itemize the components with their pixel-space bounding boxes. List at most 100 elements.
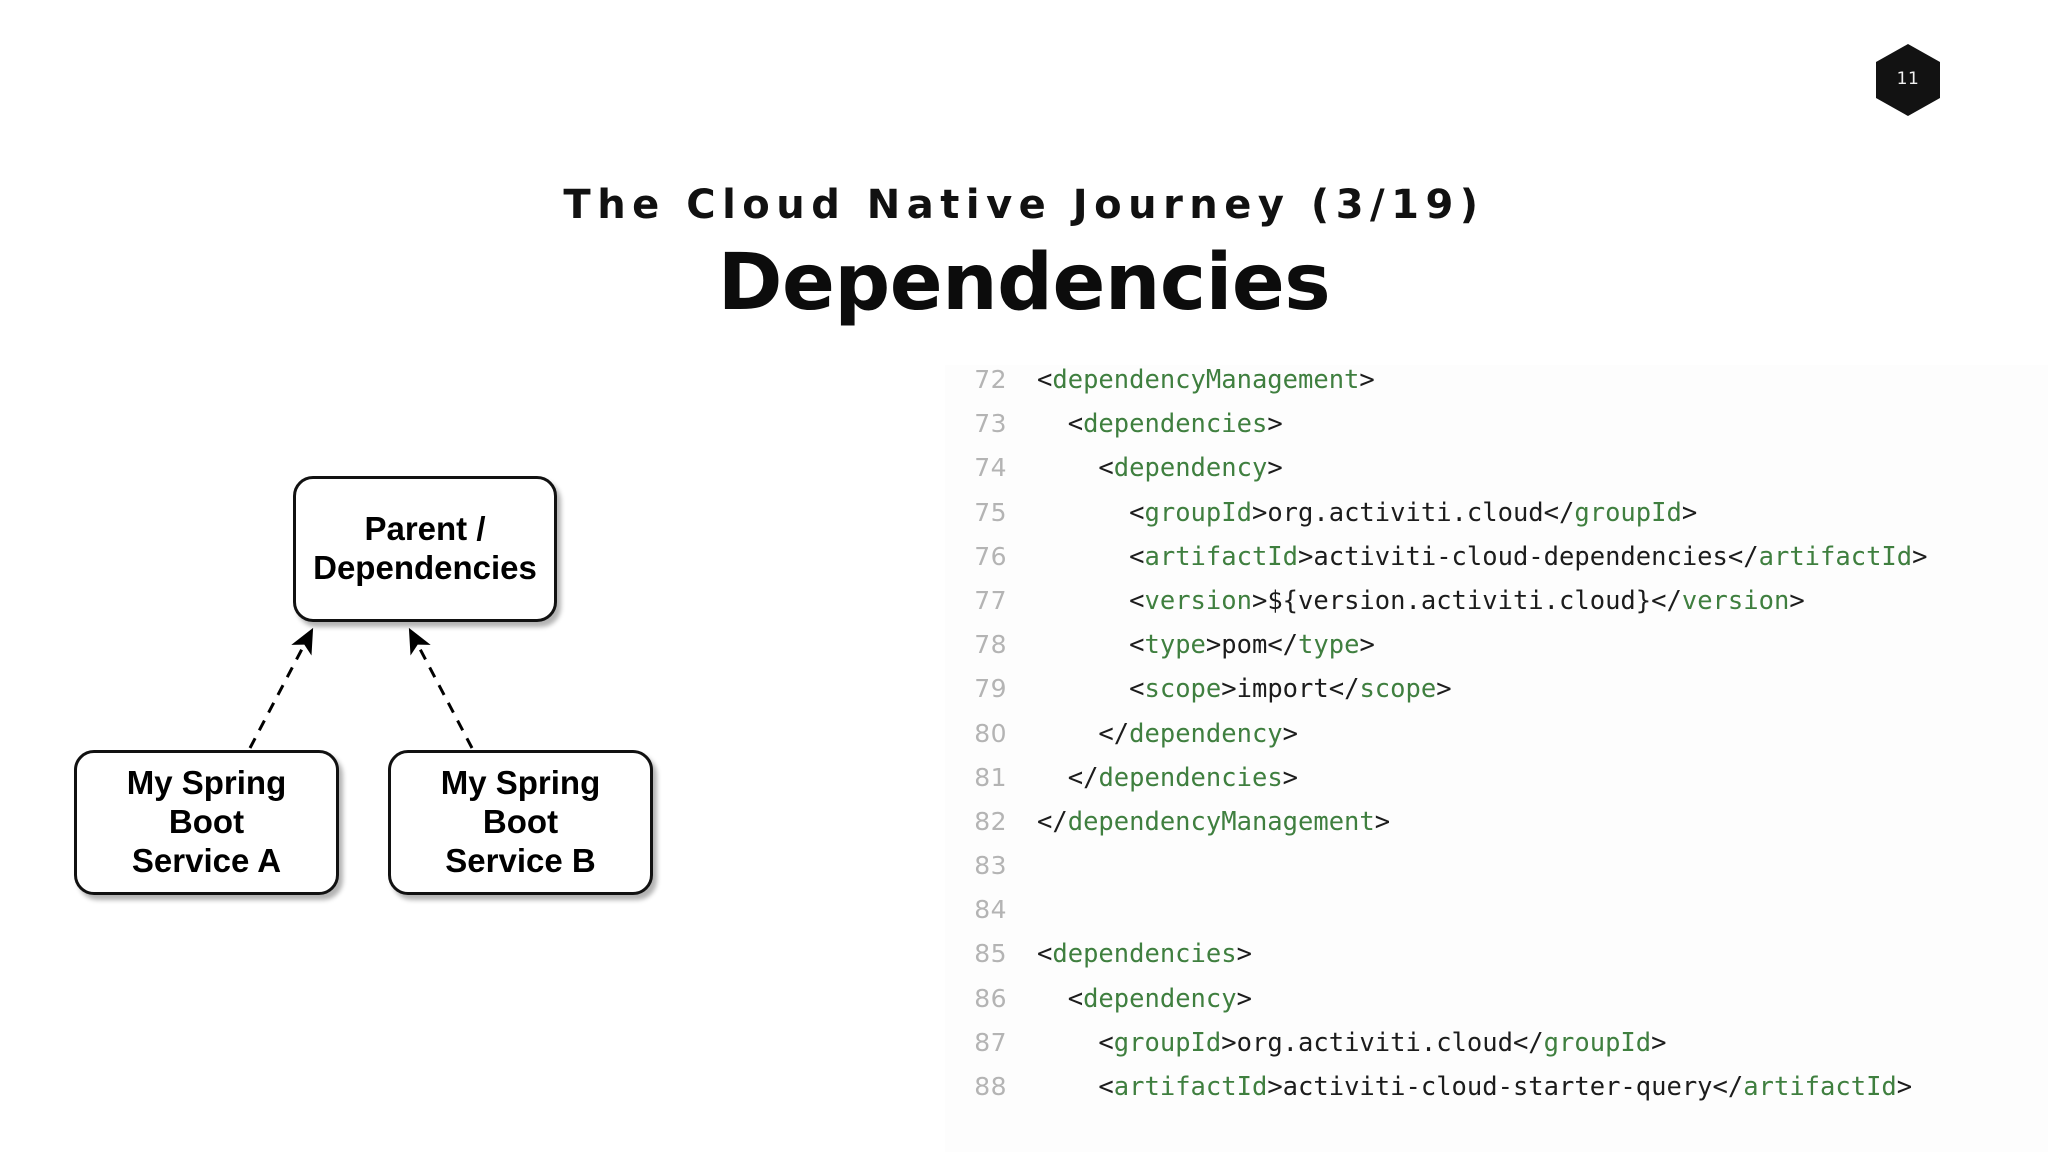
code-line-source: <dependencies>	[1007, 409, 1283, 439]
code-line-source: </dependencies>	[1007, 763, 1298, 793]
slide-kicker: The Cloud Native Journey (3/19)	[563, 182, 1485, 228]
code-token-punct: >	[1205, 630, 1222, 661]
code-token-txt: activiti-cloud-starter-query	[1282, 1072, 1713, 1102]
code-line-number: 86	[974, 983, 1007, 1013]
code-line: 75 <groupId>org.activiti.cloud</groupId>	[945, 498, 2048, 542]
code-token-tag: type	[1144, 630, 1206, 661]
code-token-tag: groupId	[1113, 1027, 1222, 1058]
code-token-tag: artifactId	[1113, 1072, 1268, 1102]
code-token-punct: >	[1436, 674, 1452, 705]
code-token-tag: dependencies	[1052, 939, 1237, 970]
code-line-number: 88	[974, 1072, 1007, 1101]
code-token-punct: <	[1129, 497, 1145, 528]
code-token-punct: >	[1251, 497, 1268, 528]
code-line: 86 <dependency>	[945, 984, 2048, 1028]
code-token-punct: >	[1236, 939, 1252, 970]
code-line-number: 82	[974, 806, 1007, 836]
page-title: Dependencies	[717, 238, 1331, 328]
code-token-tag: dependency	[1129, 718, 1283, 749]
code-token-tag: scope	[1359, 674, 1437, 705]
code-token-punct: >	[1251, 585, 1268, 616]
code-token-tag: dependencyManagement	[1052, 365, 1360, 395]
code-token-tag: type	[1298, 630, 1360, 661]
code-line-source: <dependencyManagement>	[1007, 365, 1375, 395]
code-token-tag: scope	[1144, 674, 1222, 705]
code-token-punct: >	[1298, 541, 1314, 572]
code-line: 84	[945, 895, 2048, 939]
code-line: 73 <dependencies>	[945, 409, 2048, 453]
code-line-number: 79	[974, 674, 1007, 704]
node-service-b-line-2: Service B	[445, 841, 596, 879]
code-token-tag: artifactId	[1743, 1072, 1897, 1102]
code-line-number: 76	[974, 541, 1007, 571]
code-token-tag: dependencies	[1098, 762, 1283, 793]
code-token-punct: >	[1236, 983, 1252, 1014]
code-token-txt: org.activiti.cloud	[1267, 497, 1544, 528]
code-token-punct: </	[1727, 541, 1759, 572]
code-line-number: 85	[974, 939, 1007, 969]
code-token-punct: >	[1267, 409, 1283, 440]
dependency-hierarchy-diagram: Parent / Dependencies My Spring Boot Ser…	[60, 440, 960, 940]
code-line-source: </dependency>	[1007, 719, 1298, 749]
code-token-punct: >	[1896, 1072, 1913, 1102]
code-token-punct: <	[1129, 541, 1145, 572]
code-token-tag: dependencies	[1083, 409, 1268, 440]
code-token-punct: </	[1328, 674, 1360, 705]
code-token-punct: </	[1037, 806, 1068, 837]
code-token-txt: activiti-cloud-dependencies	[1313, 541, 1728, 572]
code-token-punct: >	[1221, 674, 1237, 705]
code-line-number: 73	[974, 409, 1007, 439]
code-token-punct: >	[1681, 497, 1698, 528]
code-token-punct: >	[1912, 541, 1928, 572]
code-token-tag: artifactId	[1144, 541, 1299, 572]
code-indent	[1037, 586, 1129, 616]
code-indent	[1037, 984, 1068, 1014]
code-line-source: <dependencies>	[1007, 939, 1252, 969]
code-indent	[1037, 409, 1068, 439]
page-number-badge: 11	[1876, 44, 1940, 116]
code-line-number: 81	[974, 762, 1007, 792]
code-indent	[1037, 674, 1129, 704]
node-service-b-line-1: My Spring Boot	[440, 764, 601, 841]
code-token-txt: ${version.activiti.cloud}	[1267, 585, 1652, 616]
node-service-a-line-1: My Spring Boot	[126, 764, 287, 841]
code-line-source: <groupId>org.activiti.cloud</groupId>	[1007, 1027, 1666, 1058]
code-token-tag: groupId	[1574, 497, 1682, 528]
code-line-number: 72	[974, 365, 1007, 394]
code-token-punct: >	[1282, 762, 1299, 793]
code-indent	[1037, 763, 1068, 793]
code-token-txt: pom	[1221, 630, 1268, 661]
code-token-punct: <	[1129, 585, 1145, 616]
code-indent	[1037, 453, 1098, 483]
node-parent-dependencies: Parent / Dependencies	[293, 476, 557, 622]
code-token-punct: >	[1359, 365, 1375, 395]
code-snippet-panel[interactable]: 72<dependencyManagement>73 <dependencies…	[945, 365, 2048, 1152]
code-line: 79 <scope>import</scope>	[945, 674, 2048, 718]
code-line: 72<dependencyManagement>	[945, 365, 2048, 409]
code-line: 77 <version>${version.activiti.cloud}</v…	[945, 586, 2048, 630]
code-token-punct: >	[1374, 806, 1391, 837]
code-line: 80 </dependency>	[945, 719, 2048, 763]
code-line-number: 84	[974, 895, 1007, 925]
code-token-tag: dependency	[1083, 983, 1237, 1014]
node-parent-line-2: Dependencies	[313, 549, 537, 586]
code-token-punct: >	[1789, 585, 1805, 616]
code-token-punct: >	[1267, 453, 1283, 484]
code-token-punct: </	[1267, 630, 1299, 661]
code-token-punct: </	[1712, 1072, 1744, 1102]
code-token-punct: </	[1512, 1027, 1544, 1058]
node-spring-boot-service-a: My Spring Boot Service A	[74, 750, 339, 895]
code-line: 82</dependencyManagement>	[945, 807, 2048, 851]
code-line: 78 <type>pom</type>	[945, 630, 2048, 674]
code-line-source: <scope>import</scope>	[1007, 674, 1452, 705]
node-service-a-line-2: Service A	[131, 841, 282, 879]
code-token-punct: >	[1267, 1072, 1283, 1102]
code-indent	[1037, 542, 1129, 572]
code-line-source: </dependencyManagement>	[1007, 807, 1390, 837]
page-number-label: 11	[1896, 68, 1920, 89]
code-token-punct: <	[1037, 365, 1053, 395]
code-line-number: 77	[974, 585, 1007, 615]
code-token-tag: version	[1681, 585, 1790, 616]
node-spring-boot-service-b: My Spring Boot Service B	[388, 750, 653, 895]
